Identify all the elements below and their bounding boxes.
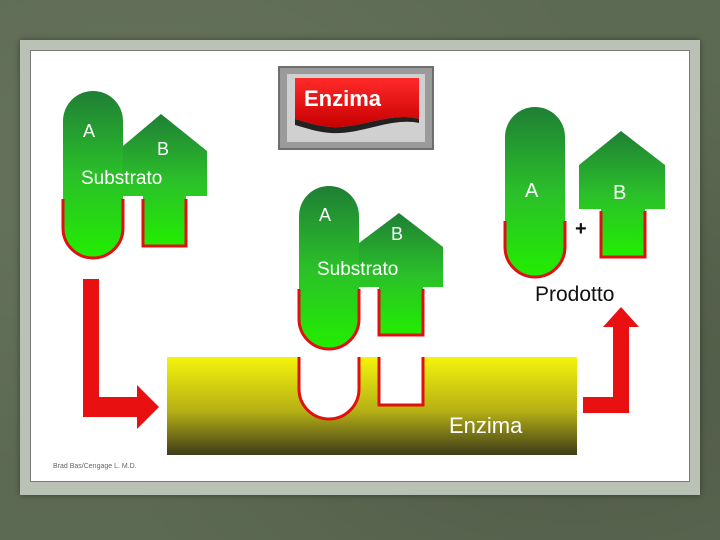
image-credit: Brad Bas/Cengage L. M.D.	[53, 463, 137, 470]
enzyme: Enzima	[167, 357, 577, 455]
substrate-left-name: Substrato	[81, 168, 162, 189]
substrate-left-piece-a	[63, 91, 123, 258]
substrate-left: A B Substrato	[61, 91, 207, 260]
enzyme-site-a	[297, 357, 361, 421]
arrow-enzyme-to-product	[583, 307, 639, 413]
product-label-b: B	[613, 182, 626, 204]
substrate-left-outline-b	[141, 199, 188, 248]
product-name: Prodotto	[535, 283, 614, 306]
substrate-center-label-b: B	[391, 224, 403, 244]
product-piece-a	[505, 107, 565, 277]
title-badge-ribbon	[295, 78, 419, 128]
title-badge-label: Enzima	[304, 86, 382, 111]
arrow-right-shape	[583, 307, 639, 413]
diagram-svg: Enzima A B Substrato A B Substrato	[61, 66, 665, 455]
product-outline-a	[503, 221, 567, 279]
substrate-left-outline-a	[61, 199, 125, 260]
enzyme-site-b	[377, 357, 425, 407]
arrow-substrate-to-enzyme	[83, 279, 159, 429]
product-outline-b	[599, 211, 647, 259]
substrate-center-outline-a	[297, 289, 361, 351]
substrate-left-label-a: A	[83, 121, 95, 141]
title-badge: Enzima	[278, 66, 434, 150]
slide-canvas: Enzima A B Substrato A B Substrato	[30, 50, 690, 482]
substrate-center-piece-a	[299, 186, 359, 349]
product: A B + Prodotto	[503, 107, 665, 306]
substrate-center-label-a: A	[319, 205, 331, 225]
enzyme-body	[167, 357, 577, 455]
substrate-center-name: Substrato	[317, 259, 398, 280]
substrate-center-outline-b	[377, 289, 425, 337]
title-badge-shadow	[295, 116, 419, 134]
enzyme-label: Enzima	[449, 413, 523, 438]
substrate-left-label-b: B	[157, 139, 169, 159]
substrate-center: A B Substrato	[297, 186, 443, 351]
product-plus: +	[575, 218, 587, 240]
product-label-a: A	[525, 180, 539, 202]
arrow-left-shape	[83, 279, 159, 429]
